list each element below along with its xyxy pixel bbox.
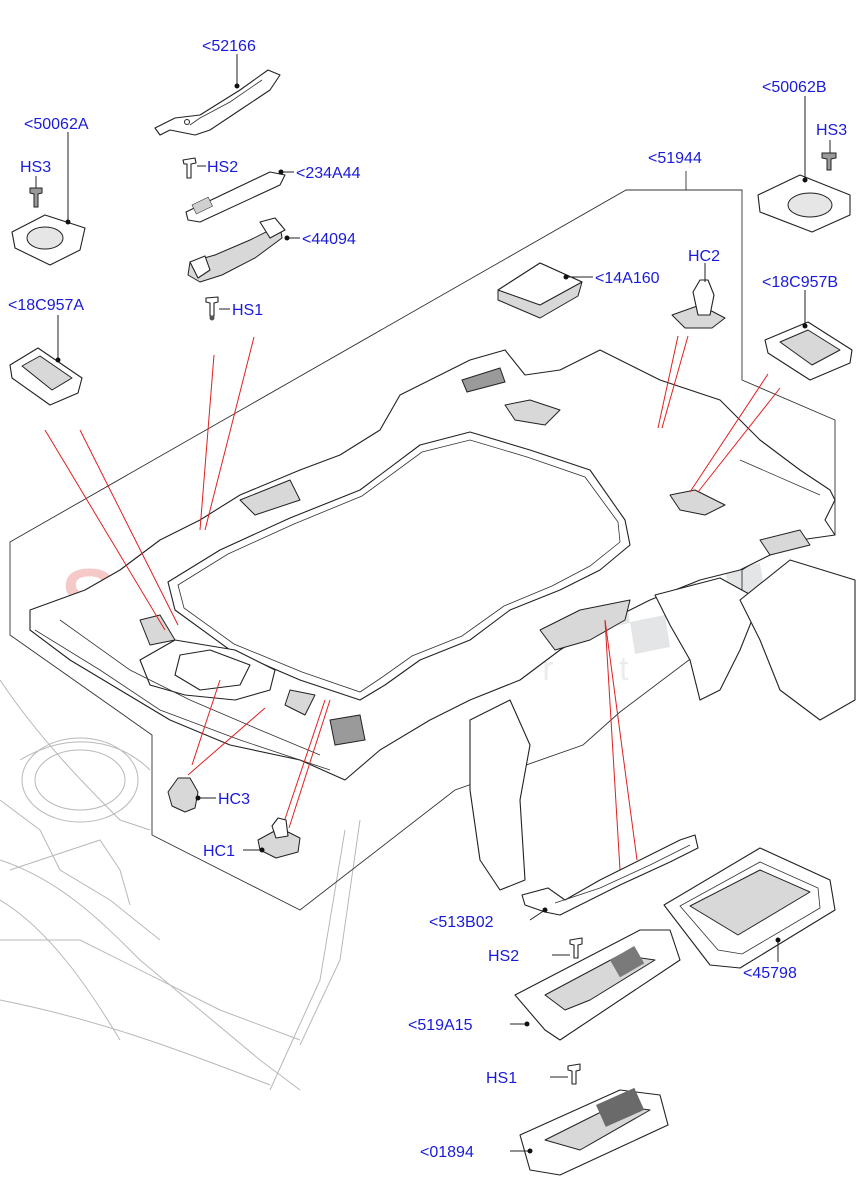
label-hs1-top[interactable]: HS1 xyxy=(232,302,263,319)
screw-hs1-bottom[interactable] xyxy=(567,1063,581,1085)
vehicle-outline xyxy=(0,679,361,1091)
label-52166[interactable]: <52166 xyxy=(202,38,256,55)
clip-hc1[interactable] xyxy=(257,817,301,859)
label-hs3-left[interactable]: HS3 xyxy=(20,159,51,176)
pad-14A160[interactable] xyxy=(497,262,583,319)
clip-hc2[interactable] xyxy=(671,279,726,329)
label-50062A[interactable]: <50062A xyxy=(24,116,89,133)
lamp-frame-18C957B[interactable] xyxy=(764,321,853,381)
screw-hs2-top[interactable] xyxy=(182,157,197,179)
label-234A44[interactable]: <234A44 xyxy=(296,165,361,182)
console-519A15[interactable] xyxy=(514,929,681,1041)
light-housing-50062B[interactable] xyxy=(757,174,851,233)
frame-45798[interactable] xyxy=(663,847,836,969)
assembly-boundary xyxy=(9,171,836,911)
clip-hc3[interactable] xyxy=(167,777,199,813)
label-51944[interactable]: <51944 xyxy=(648,150,702,167)
label-14A160[interactable]: <14A160 xyxy=(595,270,660,287)
screw-hs2-bottom[interactable] xyxy=(569,937,583,959)
label-18C957B[interactable]: <18C957B xyxy=(762,274,838,291)
lamp-frame-18C957A[interactable] xyxy=(9,347,83,406)
red-pointer-lines xyxy=(44,335,781,871)
label-hs1-bottom[interactable]: HS1 xyxy=(486,1070,517,1087)
label-hc2[interactable]: HC2 xyxy=(688,248,720,265)
headlining-panel xyxy=(29,349,856,891)
label-44094[interactable]: <44094 xyxy=(302,231,356,248)
label-hc3[interactable]: HC3 xyxy=(218,791,250,808)
label-519A15[interactable]: <519A15 xyxy=(408,1017,473,1034)
screw-hs3-right[interactable] xyxy=(821,152,837,171)
label-hs2-bottom[interactable]: HS2 xyxy=(488,948,519,965)
label-45798[interactable]: <45798 xyxy=(743,965,797,982)
label-50062B[interactable]: <50062B xyxy=(762,79,827,96)
screw-hs1-top[interactable] xyxy=(205,296,219,321)
label-01894[interactable]: <01894 xyxy=(420,1144,474,1161)
label-513B02[interactable]: <513B02 xyxy=(429,914,494,931)
bracket-52166[interactable] xyxy=(154,69,281,136)
light-housing-50062A[interactable] xyxy=(11,214,86,266)
label-hs2-top[interactable]: HS2 xyxy=(207,159,238,176)
grab-handle-44094[interactable] xyxy=(187,217,286,283)
strip-234A44[interactable] xyxy=(185,171,286,223)
label-hs3-right[interactable]: HS3 xyxy=(816,122,847,139)
module-01894[interactable] xyxy=(519,1087,669,1176)
bracket-513B02[interactable] xyxy=(521,834,699,916)
screw-hs3-left[interactable] xyxy=(29,187,43,208)
label-18C957A[interactable]: <18C957A xyxy=(8,297,84,314)
label-hc1[interactable]: HC1 xyxy=(203,843,235,860)
